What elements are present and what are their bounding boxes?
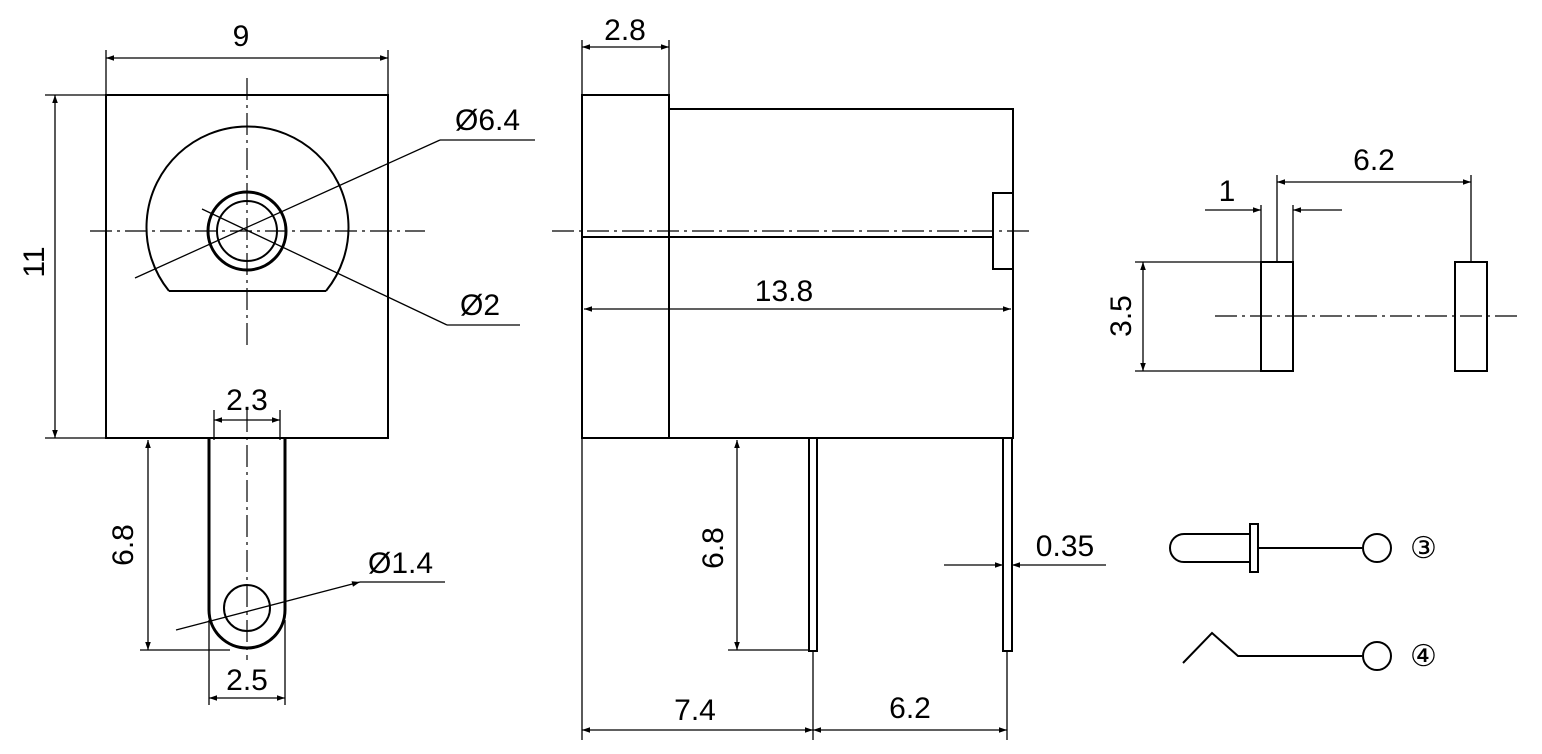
terminal-3-circle — [1362, 533, 1392, 563]
terminal-4-label: ④ — [1410, 639, 1437, 674]
pin-hole-label: Ø1.4 — [368, 547, 433, 580]
pin-hole-leader — [175, 581, 361, 631]
outer-diameter-leader — [134, 139, 441, 279]
pad-height-label: 3.5 — [1105, 295, 1138, 337]
front-pin-outline — [207, 438, 287, 650]
flange-label: 2.8 — [604, 14, 646, 47]
terminal-4-circle — [1362, 641, 1392, 671]
pad-spacing-label: 6.2 — [1353, 144, 1395, 177]
pin-width-label: 2.3 — [226, 384, 268, 417]
pin-hole — [223, 584, 271, 632]
height-label: 11 — [18, 246, 51, 277]
side-pin-left — [808, 437, 818, 652]
pcb-layout: 6.2 1 3.5 — [1105, 144, 1520, 372]
pad-width-label: 1 — [1219, 175, 1236, 208]
terminal-3-label: ③ — [1410, 531, 1437, 566]
plug-flange — [1249, 523, 1259, 573]
body-length-label: 13.8 — [755, 275, 813, 308]
pin-thickness-label: 0.35 — [1036, 530, 1094, 563]
side-pin-right — [1002, 437, 1013, 652]
center-pin-inner — [216, 200, 278, 262]
side-body-outline — [669, 108, 1014, 439]
pin-spacing-label: 6.2 — [889, 692, 931, 725]
side-flange — [581, 94, 670, 439]
barrel-outer-circle — [145, 125, 350, 292]
side-view: 2.8 13.8 6.8 0.35 7.4 6.2 — [552, 14, 1106, 740]
pin-length-label: 6.8 — [107, 524, 140, 566]
front-view: Ø6.4 Ø2 9 11 2.3 6.8 Ø1.4 2.5 — [18, 20, 535, 705]
center-pin-outer — [206, 190, 288, 272]
plug-symbol — [1169, 533, 1250, 563]
schematic-symbol: ③ ④ — [1169, 523, 1437, 674]
inner-diameter-leader — [201, 208, 448, 326]
inner-diameter-label: Ø2 — [460, 289, 500, 322]
outer-diameter-label: Ø6.4 — [455, 104, 520, 137]
spring-contact-symbol — [1182, 631, 1362, 664]
pin-outer-label: 2.5 — [226, 664, 268, 697]
pin-offset-label: 7.4 — [674, 694, 716, 727]
side-pin-length-label: 6.8 — [697, 527, 730, 569]
width-label: 9 — [233, 20, 250, 53]
